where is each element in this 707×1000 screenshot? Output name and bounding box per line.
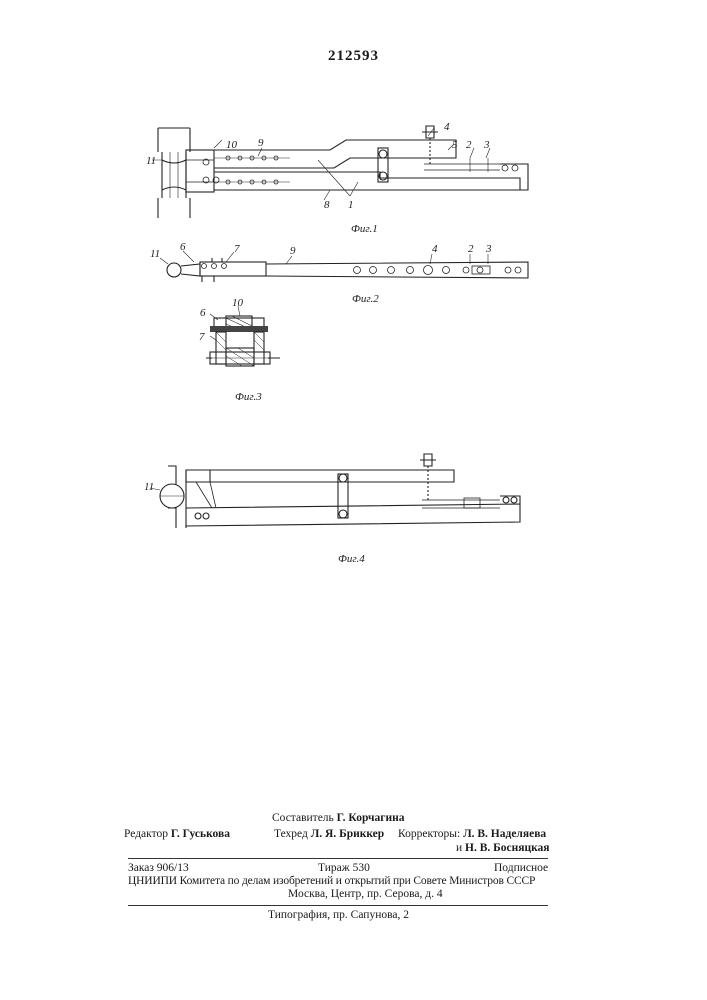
fig2-caption: Фиг.2	[352, 293, 379, 305]
fig4-label: 11	[144, 481, 154, 493]
techred-line: Техред Л. Я. Бриккер	[274, 828, 384, 840]
fig1-label: 3	[483, 139, 490, 151]
editor-label: Редактор	[124, 828, 168, 840]
figure-4-labels: 11 Фиг.4	[144, 481, 365, 565]
compiler-label: Составитель	[272, 812, 334, 824]
circulation: Тираж 530	[318, 862, 370, 874]
fig3-label: 7	[199, 331, 205, 343]
techred-name: Л. Я. Бриккер	[311, 828, 384, 840]
fig2-label: 6	[180, 241, 186, 253]
figure-2-drawing	[160, 251, 528, 282]
fig2-label: 4	[432, 243, 438, 255]
editor-line: Редактор Г. Гуськова	[124, 828, 230, 840]
subscription: Подписное	[494, 862, 548, 874]
fig1-label: 4	[444, 121, 450, 133]
fig2-label: 11	[150, 248, 160, 260]
compiler-name: Г. Корчагина	[337, 812, 405, 824]
fig2-label: 3	[485, 243, 492, 255]
fig1-label: 8	[324, 199, 330, 211]
institute: ЦНИИПИ Комитета по делам изобретений и о…	[128, 875, 535, 887]
fig1-label: 2	[466, 139, 472, 151]
figure-2-labels: 11 6 7 9 4 2 3 Фиг.2	[150, 241, 492, 305]
compiler-line: Составитель Г. Корчагина	[272, 812, 405, 824]
fig1-label: 5	[452, 139, 458, 151]
corrector-2-line: и Н. В. Босняцкая	[456, 842, 550, 854]
fig1-label: 9	[258, 137, 264, 149]
fig2-label: 9	[290, 245, 296, 257]
fig1-label: 1	[348, 199, 354, 211]
fig2-label: 2	[468, 243, 474, 255]
techred-label: Техред	[274, 828, 308, 840]
fig3-label: 10	[232, 297, 244, 309]
figure-4-drawing	[150, 454, 520, 528]
correctors-line: Корректоры: Л. В. Наделяева	[398, 828, 546, 840]
corrector-2-prefix: и	[456, 842, 462, 854]
order-number: Заказ 906/13	[128, 862, 189, 874]
figure-3-drawing	[206, 306, 280, 366]
correctors-label: Корректоры:	[398, 828, 460, 840]
fig3-caption: Фиг.3	[235, 391, 262, 403]
fig4-caption: Фиг.4	[338, 553, 365, 565]
corrector-1: Л. В. Наделяева	[463, 828, 546, 840]
address: Москва, Центр, пр. Серова, д. 4	[288, 888, 443, 900]
fig1-label: 11	[146, 155, 156, 167]
figure-1-drawing	[152, 126, 528, 218]
fig3-label: 6	[200, 307, 206, 319]
corrector-2: Н. В. Босняцкая	[465, 842, 549, 854]
printer: Типография, пр. Сапунова, 2	[268, 909, 409, 921]
separator-rule	[128, 858, 548, 859]
fig2-label: 7	[234, 243, 240, 255]
fig1-caption: Фиг.1	[351, 223, 378, 235]
separator-rule	[128, 905, 548, 906]
fig1-label: 10	[226, 139, 238, 151]
figure-3-labels: 6 10 7 Фиг.3	[199, 297, 262, 403]
editor-name: Г. Гуськова	[171, 828, 230, 840]
